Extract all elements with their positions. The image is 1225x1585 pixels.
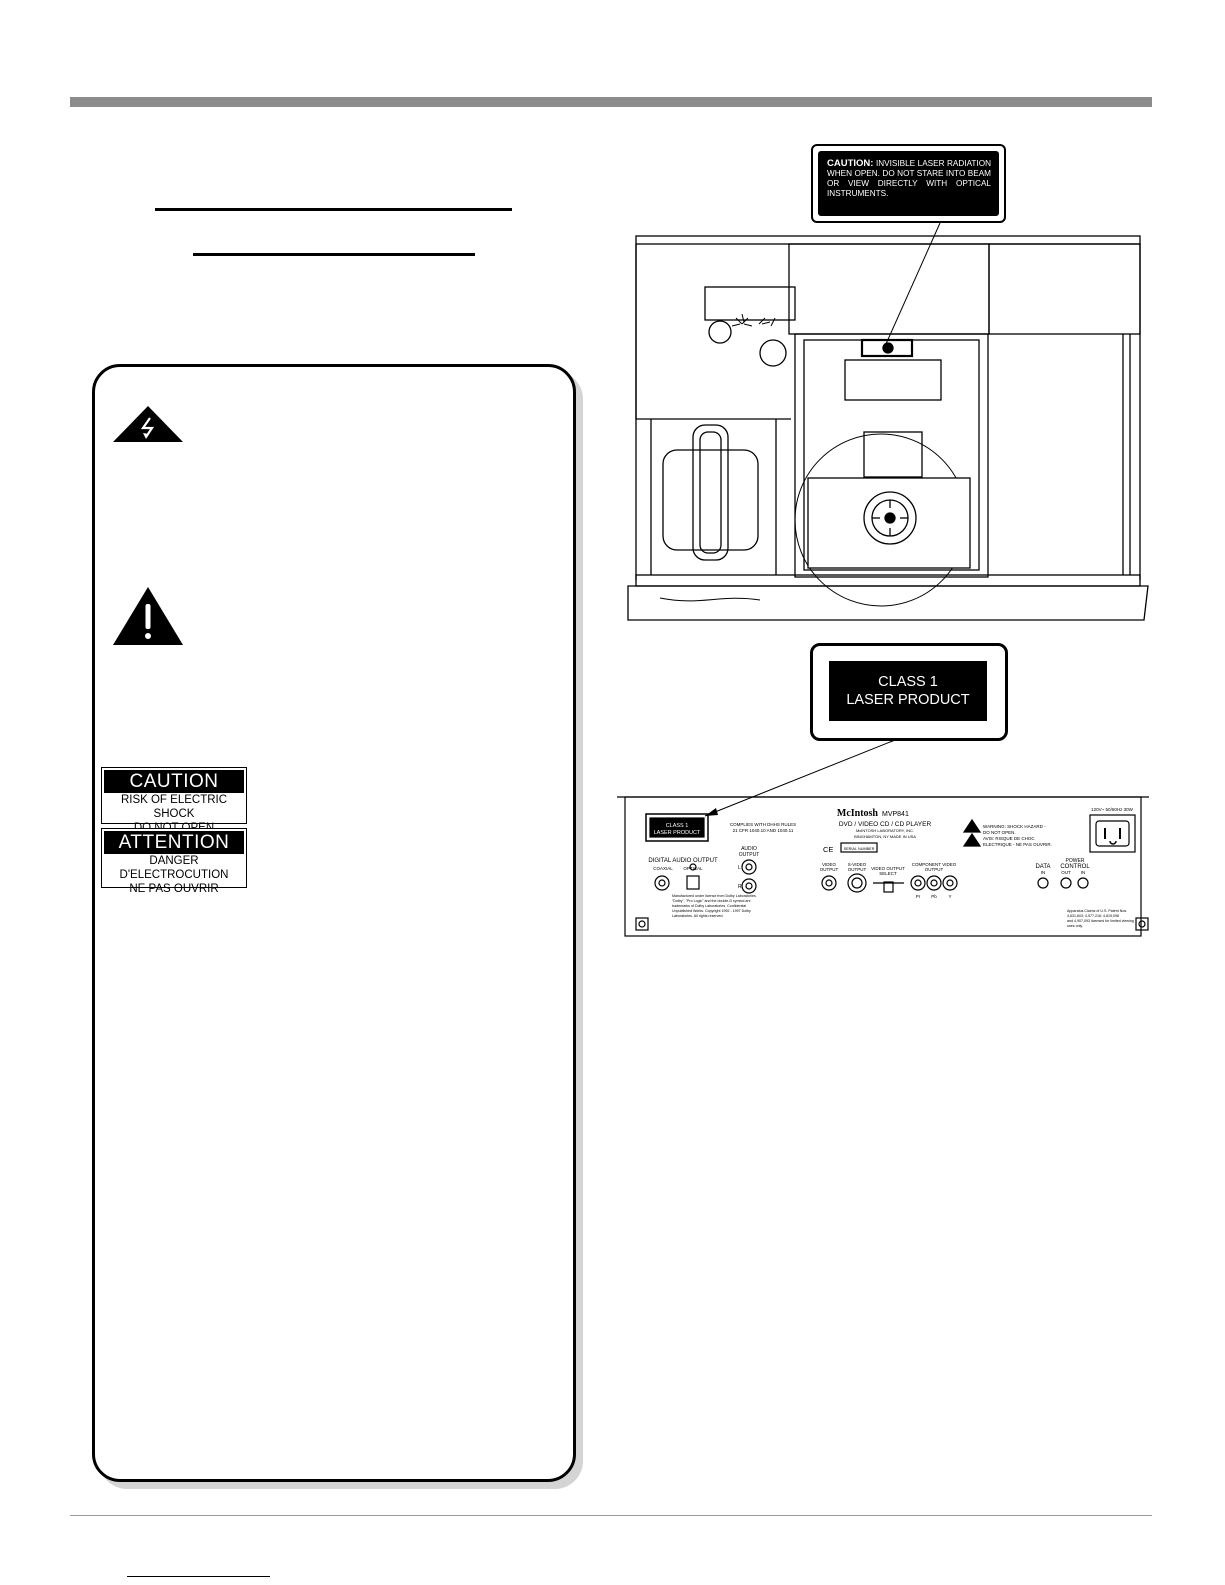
rear-component-video-line-2: OUTPUT <box>925 867 944 872</box>
rear-class1-label-line-2: LASER PRODUCT <box>654 830 701 836</box>
rear-patent-line-1: Apparatus Claims of U.S. Patent Nos. <box>1067 909 1127 913</box>
laser-caution-label: CAUTION: INVISIBLE LASER RADIATION WHEN … <box>811 144 1006 223</box>
exclamation-warning-icon <box>113 587 183 645</box>
class1-label-line-2: LASER PRODUCT <box>846 692 970 708</box>
rear-patent-line-3: and 4,907,093 licensed for limited viewi… <box>1067 919 1134 923</box>
rear-pr-label: Pr <box>916 894 921 899</box>
laser-caution-label-text: CAUTION: INVISIBLE LASER RADIATION WHEN … <box>827 159 991 199</box>
rear-left-channel-label: L <box>738 865 741 871</box>
rear-panel-text: CLASS 1 LASER PRODUCT COMPLIES WITH DHHS… <box>648 807 1133 928</box>
rear-patent-line-4: uses only. <box>1067 924 1083 928</box>
rear-maker-line-2: BINGHAMTON, NY MADE IN USA <box>854 834 916 839</box>
rear-warning-line-2: DO NOT OPEN. <box>983 830 1016 835</box>
rear-power-control-line-1: POWER <box>1066 858 1085 864</box>
rear-dolby-line-1: Manufactured under license from Dolby La… <box>672 894 757 898</box>
rear-component-video-line-1: COMPONENT VIDEO <box>912 862 957 867</box>
rear-data-label: DATA <box>1035 864 1050 870</box>
rear-audio-output-line-2: OUTPUT <box>739 852 760 858</box>
rear-coaxial-label: COAXIAL <box>653 866 673 871</box>
rear-serial-number-label: SERIAL NUMBER <box>844 847 875 851</box>
rear-svideo-output-line-2: OUTPUT <box>848 867 867 872</box>
rear-video-output-line-2: OUTPUT <box>820 867 839 872</box>
rear-brand-logo: McIntosh <box>837 808 879 819</box>
rear-data-in-label: IN <box>1041 870 1046 875</box>
attention-sticker-line-1: DANGER D'ELECTROCUTION <box>119 855 229 881</box>
rear-dolby-line-2: "Dolby", "Pro Logic" and the double-D sy… <box>672 899 751 903</box>
caution-sticker-line-1: RISK OF ELECTRIC SHOCK <box>120 794 228 820</box>
attention-sticker-heading: ATTENTION <box>104 831 244 854</box>
rear-svideo-output-line-1: S-VIDEO <box>848 862 867 867</box>
caution-sticker: CAUTION RISK OF ELECTRIC SHOCK DO NOT OP… <box>101 767 247 834</box>
footer-link-underline <box>127 1576 270 1577</box>
rear-patent-line-2: 4,631,603; 4,577,216; 4,819,098 <box>1067 914 1119 918</box>
rear-video-output-line-1: VIDEO <box>822 862 837 867</box>
class1-label-leader <box>704 739 896 817</box>
rear-video-output-select-line-1: VIDEO OUTPUT <box>871 866 905 871</box>
rear-model-name: MVP841 <box>882 811 909 818</box>
rear-dolby-line-5: Laboratories. All rights reserved. <box>672 914 724 918</box>
rear-power-control-in-label: IN <box>1081 870 1086 875</box>
rear-product-name: DVD / VIDEO CD / CD PLAYER <box>839 821 932 828</box>
rear-maker-line-1: McINTOSH LABORATORY, INC. <box>856 828 914 833</box>
lightning-warning-icon <box>113 406 183 442</box>
rear-video-output-select-line-2: SELECT <box>879 871 897 876</box>
rear-warning-line-4: ELECTRIQUE - NE PAS OUVRIR. <box>983 842 1052 847</box>
rear-class1-label-line-1: CLASS 1 <box>666 823 689 829</box>
rear-power-control-line-2: CONTROL <box>1060 864 1090 870</box>
rear-complies-line-2: 21 CFR 1040.10 AND 1040.11 <box>733 828 794 833</box>
rear-optical-label: OPTICAL <box>683 866 703 871</box>
class1-label-line-1: CLASS 1 <box>878 674 938 690</box>
rear-ce-mark: CE <box>823 845 833 854</box>
rear-power-control-out-label: OUT <box>1061 870 1071 875</box>
attention-sticker-line-2: NE PAS OUVRIR <box>129 883 219 895</box>
laser-caution-label-panel: CAUTION: INVISIBLE LASER RADIATION WHEN … <box>818 151 999 216</box>
rear-warning-line-1: WARNING: SHOCK HAZARD - <box>983 824 1046 829</box>
rear-dolby-line-4: Unpublished Works. Copyright 1992 - 1997… <box>672 909 751 913</box>
class1-laser-label-panel: CLASS 1 LASER PRODUCT <box>829 661 987 721</box>
caution-sticker-heading: CAUTION <box>104 770 244 793</box>
unit-top-view-drawing <box>627 235 1149 621</box>
rear-audio-output-line-1: AUDIO <box>741 846 757 852</box>
rear-panel-drawing <box>617 796 1149 937</box>
safety-warning-panel <box>92 364 576 1482</box>
rear-pb-label: Pb <box>931 894 937 899</box>
footer-rule <box>70 1515 1152 1516</box>
title-underline-2 <box>193 253 475 256</box>
laser-caution-lead: CAUTION: <box>827 158 874 169</box>
header-bar <box>70 97 1152 107</box>
rear-digital-audio-output-label: DIGITAL AUDIO OUTPUT <box>648 858 718 864</box>
laser-caution-body: INVISIBLE LASER RADIATION WHEN OPEN. DO … <box>827 159 991 198</box>
attention-sticker: ATTENTION DANGER D'ELECTROCUTION NE PAS … <box>101 828 247 895</box>
rear-dolby-line-3: trademarks of Dolby Laboratories. Confid… <box>672 904 746 908</box>
rear-warning-line-3: AVIS: RISQUE DE CHOC <box>983 836 1035 841</box>
rear-power-rating: 120V~ 50/60Hz 30W <box>1091 807 1133 812</box>
class1-laser-label: CLASS 1 LASER PRODUCT <box>810 643 1008 741</box>
rear-complies-line-1: COMPLIES WITH DHHS RULES <box>730 822 796 827</box>
rear-y-label: Y <box>948 894 951 899</box>
caution-label-leader <box>885 222 941 345</box>
rear-right-channel-label: R <box>738 884 742 890</box>
title-underline-1 <box>155 208 512 211</box>
